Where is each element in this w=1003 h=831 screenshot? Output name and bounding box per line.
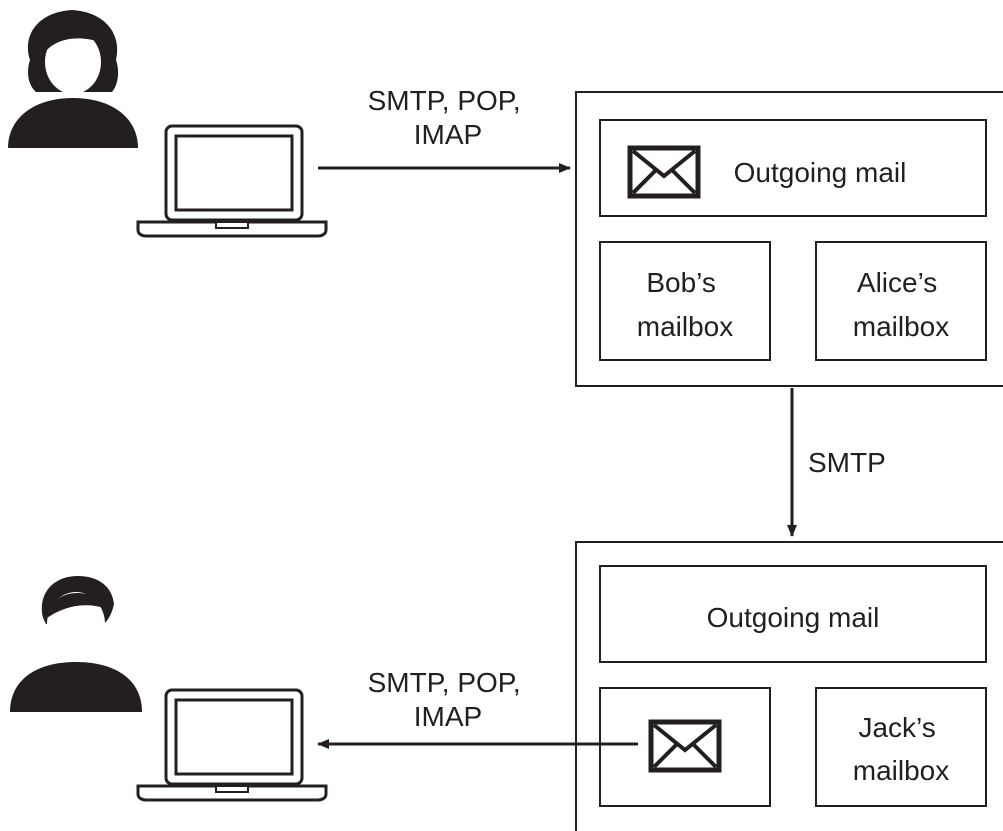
envelope-icon <box>627 145 701 199</box>
laptop-icon <box>136 688 328 802</box>
protocol-label-bottom: SMTP, POP, IMAP <box>368 667 529 732</box>
outgoing-mail-label-bottom: Outgoing mail <box>707 602 880 633</box>
mailbox-alice-label: Alice’s mailbox <box>853 267 949 342</box>
mailbox-bob <box>599 241 771 361</box>
mailbox-jack <box>815 687 987 807</box>
woman-user-icon <box>8 10 138 148</box>
protocol-label-top: SMTP, POP, IMAP <box>368 85 529 150</box>
mailbox-jack-label: Jack’s mailbox <box>853 712 949 786</box>
outgoing-mail-box-bottom <box>599 565 987 663</box>
mailbox-bob-label: Bob’s mailbox <box>637 267 733 342</box>
man-user-icon <box>10 576 142 712</box>
transfer-protocol-label: SMTP <box>808 447 886 478</box>
envelope-icon <box>648 719 722 773</box>
mailbox-alice <box>815 241 987 361</box>
laptop-icon <box>136 124 328 238</box>
outgoing-mail-label-top: Outgoing mail <box>734 157 907 188</box>
